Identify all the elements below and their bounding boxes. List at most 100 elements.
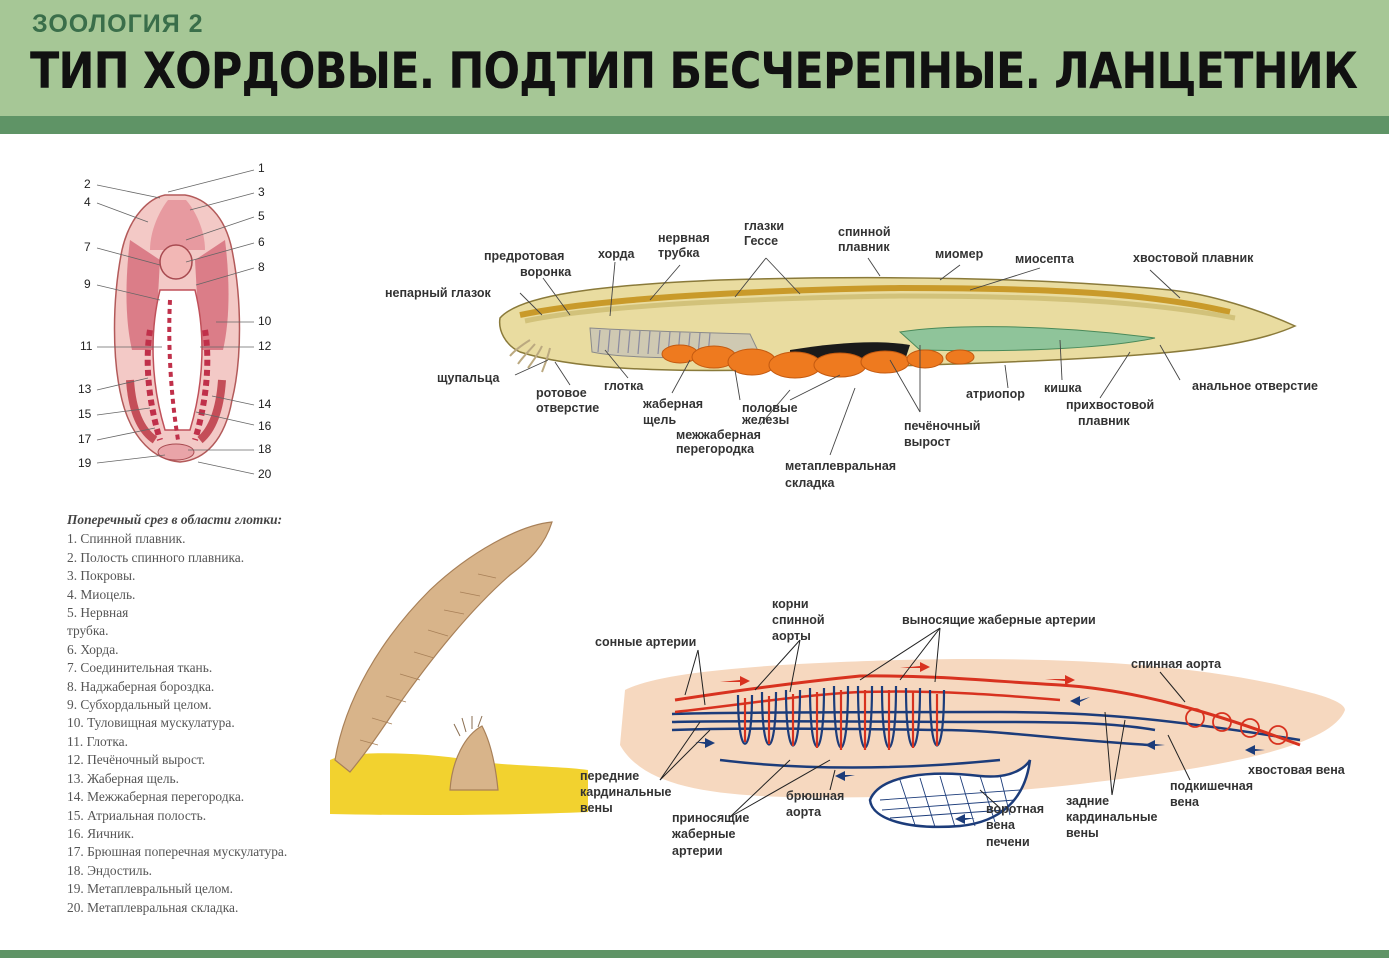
label-roots-1: корни [772,597,809,611]
legend-item: 10. Туловищная мускулатура. [67,715,235,731]
label-mouth-2: отверстие [536,401,599,415]
label-nerv-2: трубка [658,246,701,260]
label-septum-1: межжаберная [676,428,761,442]
cross-section-number-4: 4 [84,195,91,209]
label-gonads-2: железы [741,413,789,427]
cross-section-number-12: 12 [258,339,272,353]
label-tail-fin: хвостовой плавник [1133,251,1254,265]
label-predrot-2: воронка [520,265,572,279]
label-portal-2: вена [986,818,1016,832]
label-septum-2: перегородка [676,442,755,456]
label-roots-2: спинной [772,613,825,627]
label-ant-card-3: вены [580,801,613,815]
legend-item: 5. Нервная [67,605,129,621]
label-roots-3: аорты [772,629,811,643]
circulation-leader-lines [659,627,1191,818]
label-efferent: выносящие жаберные артерии [902,613,1096,627]
label-nerv-1: нервная [658,231,710,245]
lancelet-in-sand-illustration [330,521,588,816]
cross-section-number-1: 1 [258,161,265,175]
label-carotid: сонные артерии [595,635,696,649]
label-post-card-2: кардинальные [1066,810,1158,824]
label-predrot-1: предротовая [484,249,564,263]
cross-section-illustration [113,194,241,463]
label-chorda: хорда [598,247,636,261]
legend-item: 9. Субхордальный целом. [67,697,212,713]
label-liver-2: вырост [904,435,951,449]
label-liver-1: печёночный [904,419,980,433]
cross-section-number-9: 9 [84,277,91,291]
label-metapl-1: метаплевральная [785,459,896,473]
label-dorsal-2: плавник [838,240,890,254]
cross-section-number-6: 6 [258,235,265,249]
label-gill-2: щель [643,413,676,427]
cross-section-number-18: 18 [258,442,272,456]
legend-item: 7. Соединительная ткань. [67,660,213,676]
legend-item: 14. Межжаберная перегородка. [67,789,245,805]
cross-section-number-20: 20 [258,467,272,481]
tail-loops [1185,708,1288,745]
header-stripe [0,116,1389,134]
cross-section-number-7: 7 [84,240,91,254]
label-ventral-1: брюшная [786,789,844,803]
label-atriopore: атриопор [966,387,1025,401]
cross-section-number-5: 5 [258,209,265,223]
label-dorsal-1: спинной [838,225,891,239]
label-mouth-1: ротовое [536,386,587,400]
label-ventral-2: аорта [786,805,822,819]
legend-item: 12. Печёночный вырост. [67,752,206,768]
label-pharynx: глотка [604,379,644,393]
legend-item: 1. Спинной плавник. [67,531,186,547]
legend-item: 11. Глотка. [67,733,128,749]
label-ant-card-1: передние [580,769,639,783]
cross-section-number-8: 8 [258,260,265,274]
legend-item: 2. Полость спинного плавника. [67,549,245,565]
label-pretail-2: плавник [1078,414,1130,428]
label-hesse-2: Гессе [744,234,778,248]
label-gill-1: жаберная [642,397,703,411]
cross-section-number-16: 16 [258,419,272,433]
label-post-card-3: вены [1066,826,1099,840]
legend-item: 18. Эндостиль. [67,862,153,878]
label-afferent-3: артерии [672,844,723,858]
circulation-illustration [620,659,1345,829]
gill-arch-arteries [743,690,939,750]
cross-section-number-15: 15 [78,407,92,421]
label-ant-card-2: кардинальные [580,785,672,799]
cross-section-number-11: 11 [80,339,93,353]
legend-title: Поперечный срез в области глотки: [67,512,283,527]
cross-section-number-19: 19 [78,456,92,470]
flow-arrows [695,662,1265,824]
label-subint-1: подкишечная [1170,779,1253,793]
legend-item: 17. Брюшная поперечная мускулатура. [67,844,288,860]
label-anus: анальное отверстие [1192,379,1318,393]
lancelet-leader-lines [514,257,1181,456]
header-band [0,0,1389,116]
label-gonads-1: половые [742,401,798,415]
legend-item: 8. Наджаберная бороздка. [67,678,215,694]
label-metapl-2: складка [785,476,835,490]
cross-section-number-14: 14 [258,397,272,411]
cross-section-number-2: 2 [84,177,91,191]
label-afferent-2: жаберные [671,827,736,841]
legend-item: 20. Метаплевральная складка. [67,899,239,915]
legend-item: 6. Хорда. [67,641,119,657]
label-portal-3: печени [986,835,1030,849]
label-gut: кишка [1044,381,1083,395]
label-pretail-1: прихвостовой [1066,398,1154,412]
lancelet-anatomy-illustration [498,276,1297,379]
cross-section-leader-lines [96,169,255,475]
cross-section-number-13: 13 [78,382,92,396]
label-hesse-1: глазки [744,219,784,233]
cross-section-number-3: 3 [258,185,265,199]
legend-item: 4. Миоцель. [67,586,136,602]
label-subint-2: вена [1170,795,1200,809]
cross-section-number-17: 17 [78,432,92,446]
cross-section-number-10: 10 [258,314,272,328]
legend-item: 3. Покровы. [67,568,136,584]
legend-item: 19. Метаплевральный целом. [67,881,233,897]
label-dorsal-aorta: спинная аорта [1131,657,1222,671]
page-title: ТИП ХОРДОВЫЕ. ПОДТИП БЕСЧЕРЕПНЫЕ. ЛАНЦЕТ… [30,42,1358,100]
label-afferent-1: приносящие [672,811,749,825]
